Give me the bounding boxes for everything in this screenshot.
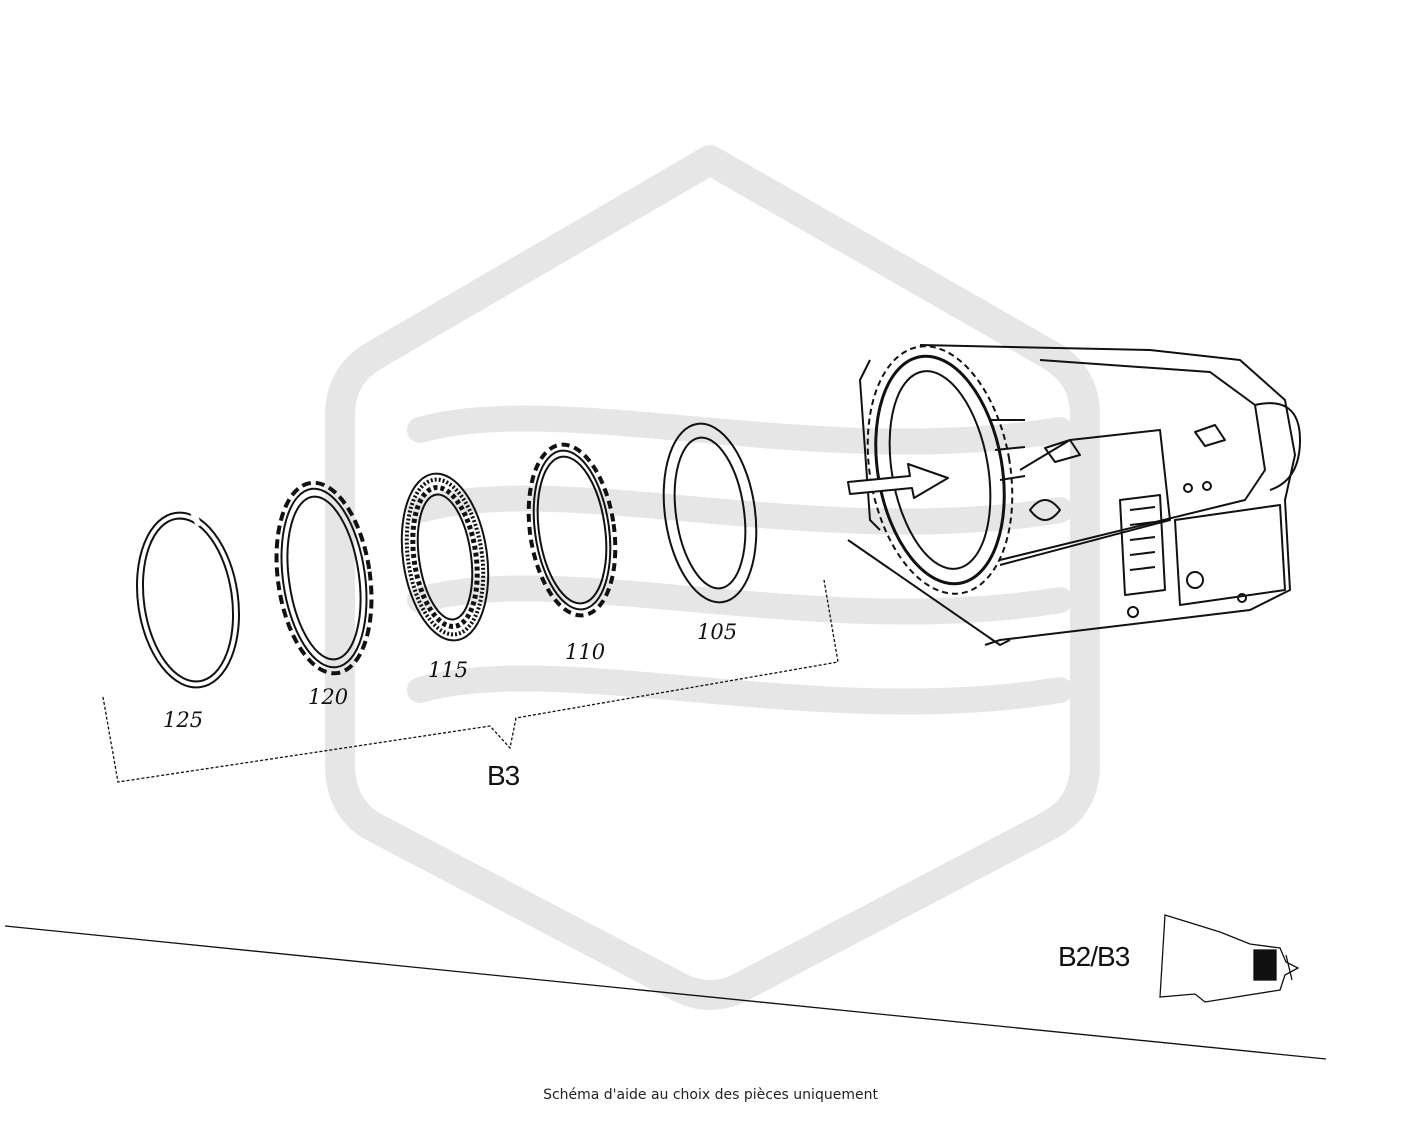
- part-label-110: 110: [565, 640, 605, 664]
- part-label-105: 105: [697, 620, 737, 644]
- group-bracket-b3: [102, 579, 839, 783]
- friction-disc-115[interactable]: [392, 468, 499, 646]
- group-label-b3: B3: [487, 760, 520, 791]
- pressure-plate-105[interactable]: [653, 418, 767, 609]
- part-label-115: 115: [428, 658, 468, 682]
- transmission-housing: [847, 344, 1301, 646]
- insertion-arrow: [847, 463, 949, 499]
- part-label-125: 125: [163, 708, 203, 732]
- locator-label: B2/B3: [1058, 941, 1130, 972]
- steel-plate-110[interactable]: [518, 439, 625, 621]
- divider-line: [4, 925, 1327, 1060]
- snap-ring-125[interactable]: [126, 506, 250, 694]
- locator-thumbnail: [1159, 914, 1300, 1003]
- part-label-120: 120: [308, 685, 348, 709]
- steel-plate-120[interactable]: [265, 477, 383, 680]
- watermark-logo: [325, 145, 1100, 1010]
- diagram-caption: Schéma d'aide au choix des pièces unique…: [543, 1087, 878, 1103]
